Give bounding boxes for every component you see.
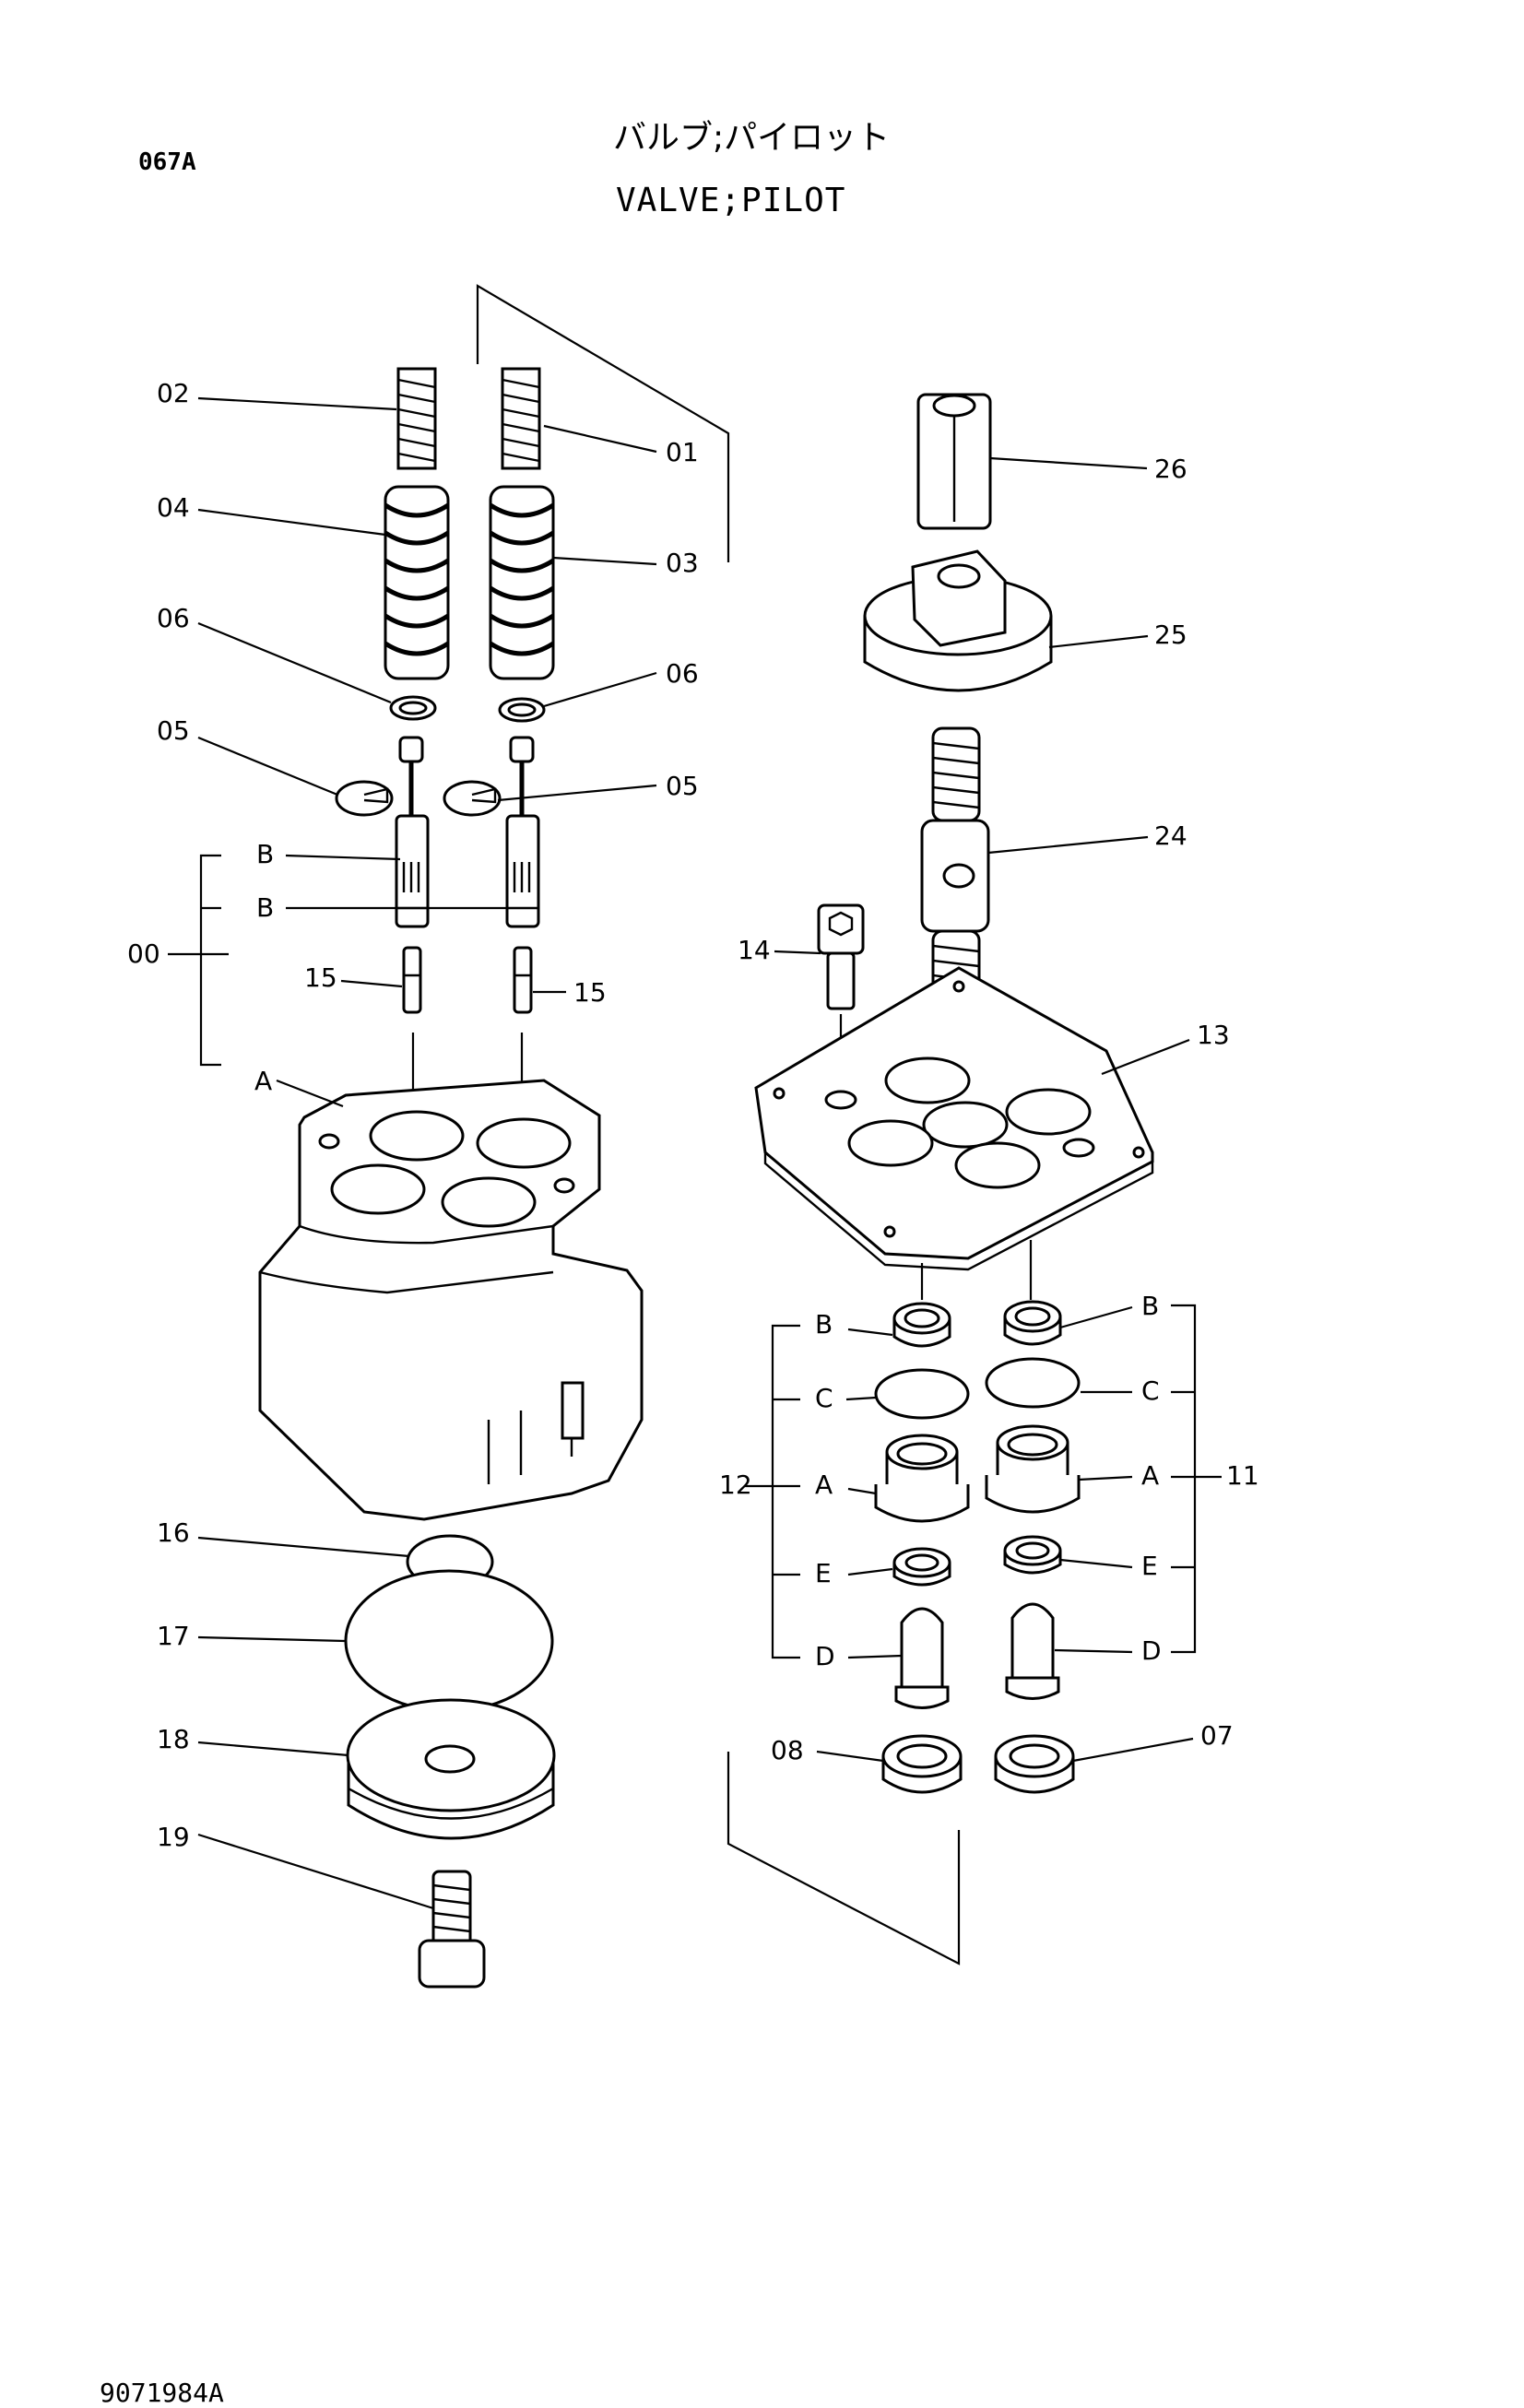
- callout-11-E: E: [1141, 1551, 1158, 1581]
- part-14-socket-head-screw[interactable]: [817, 903, 865, 1010]
- callout-11-C: C: [1141, 1375, 1160, 1406]
- callout-15-right: 15: [573, 977, 607, 1008]
- part-00-plunger-left[interactable]: [395, 736, 430, 928]
- drawing-number: 9071984A: [100, 2378, 224, 2408]
- part-26-hex-coupling[interactable]: [916, 393, 992, 530]
- leader-lines: [168, 396, 1222, 1910]
- part-08-nut[interactable]: [881, 1734, 963, 1794]
- callout-03: 03: [666, 548, 699, 578]
- callout-07: 07: [1200, 1720, 1234, 1751]
- callout-18: 18: [157, 1724, 190, 1754]
- part-05-retainer-right[interactable]: [443, 780, 502, 817]
- callout-12-D: D: [815, 1641, 835, 1671]
- callout-11-D: D: [1141, 1635, 1162, 1666]
- part-17-large-o-ring[interactable]: [344, 1569, 554, 1713]
- top-assembly-bracket: [476, 284, 730, 562]
- page-code: 067A: [138, 148, 196, 176]
- part-18-cap[interactable]: [346, 1698, 556, 1840]
- callout-19: 19: [157, 1822, 190, 1852]
- callout-01: 01: [666, 437, 699, 467]
- part-03-large-spring[interactable]: [489, 485, 555, 680]
- bottom-assembly-bracket: [727, 1752, 961, 1965]
- callout-12-C: C: [815, 1383, 833, 1413]
- callout-11: 11: [1226, 1460, 1259, 1491]
- part-05-retainer-left[interactable]: [335, 780, 394, 817]
- callout-00-B-lower: B: [256, 892, 274, 923]
- part-12-seal-assembly[interactable]: [874, 1302, 970, 1709]
- title-japanese: バルブ;パイロット: [613, 119, 891, 157]
- callout-06-left: 06: [157, 603, 190, 633]
- part-00-valve-body[interactable]: [258, 1079, 644, 1521]
- callout-08: 08: [771, 1735, 804, 1765]
- callout-12-A: A: [815, 1470, 833, 1500]
- callout-25: 25: [1154, 620, 1187, 650]
- part-02-small-spring[interactable]: [396, 367, 437, 470]
- callout-00-A: A: [254, 1066, 272, 1096]
- callout-02: 02: [157, 378, 190, 408]
- callout-14: 14: [738, 935, 771, 965]
- part-19-bolt[interactable]: [418, 1870, 486, 1989]
- callout-24: 24: [1154, 820, 1187, 851]
- part-15-pin-right[interactable]: [513, 946, 533, 1014]
- part-15-pin-left[interactable]: [402, 946, 422, 1014]
- part-13-plate[interactable]: [754, 966, 1154, 1271]
- part-24-universal-joint-shaft[interactable]: [920, 726, 990, 997]
- callout-04: 04: [157, 492, 190, 523]
- callout-11-B: B: [1141, 1291, 1159, 1321]
- callout-00-B-upper: B: [256, 839, 274, 869]
- callout-15-left: 15: [304, 962, 337, 993]
- part-01-small-spring[interactable]: [501, 367, 541, 470]
- callout-17: 17: [157, 1621, 190, 1651]
- callout-11-A: A: [1141, 1460, 1159, 1491]
- exploded-parts-diagram: 02 01 04 03 06 06 05 05 B B 00 15 15 A 1…: [127, 284, 1259, 1989]
- part-11-seal-assembly[interactable]: [985, 1300, 1081, 1700]
- callout-00: 00: [127, 938, 160, 969]
- callout-06-right: 06: [666, 658, 699, 689]
- callout-12-B: B: [815, 1309, 833, 1340]
- callout-12-E: E: [815, 1558, 832, 1588]
- callout-05-right: 05: [666, 771, 699, 801]
- part-25-disc-hex-nut[interactable]: [863, 549, 1053, 692]
- callout-labels: 02 01 04 03 06 06 05 05 B B 00 15 15 A 1…: [127, 378, 1259, 1852]
- title-english: VALVE;PILOT: [616, 182, 846, 219]
- callout-05-left: 05: [157, 715, 190, 746]
- callout-12: 12: [719, 1470, 752, 1500]
- callout-26: 26: [1154, 454, 1187, 484]
- callout-13: 13: [1197, 1020, 1230, 1050]
- part-07-nut[interactable]: [994, 1734, 1075, 1794]
- callout-16: 16: [157, 1517, 190, 1548]
- part-00-plunger-right[interactable]: [505, 736, 540, 928]
- part-04-large-spring[interactable]: [384, 485, 450, 680]
